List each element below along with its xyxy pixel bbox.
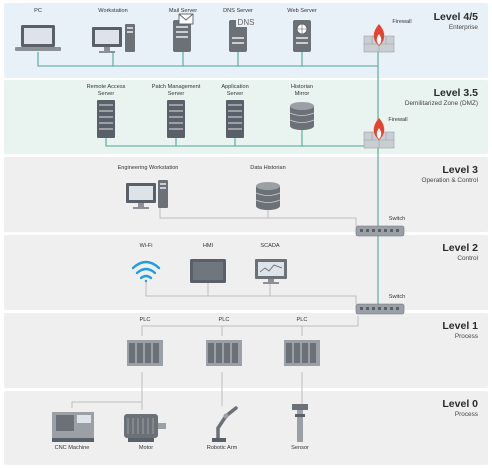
switch-l3-label: Switch bbox=[388, 216, 406, 222]
level-3-title: Level 3 bbox=[442, 164, 478, 176]
plc-icon bbox=[127, 340, 163, 366]
mail-server-label: Mail Server bbox=[168, 8, 198, 14]
dns-server-label: DNS Server bbox=[223, 8, 253, 14]
cnc-machine-label: CNC Machine bbox=[54, 445, 90, 451]
level-0-title: Level 0 bbox=[442, 398, 478, 410]
band-level-3 bbox=[4, 157, 488, 232]
level-3-subtitle: Operation & Control bbox=[421, 177, 478, 184]
band-level-2 bbox=[4, 235, 488, 310]
motor-label: Motor bbox=[138, 445, 154, 451]
plc-1-label: PLC bbox=[139, 317, 151, 323]
workstation-icon bbox=[92, 24, 135, 53]
firewall-dmz-icon bbox=[363, 118, 395, 149]
switch-icon bbox=[355, 225, 405, 237]
switch-icon bbox=[355, 303, 405, 315]
web-server-label: Web Server bbox=[287, 8, 317, 14]
wifi-icon bbox=[131, 260, 161, 283]
hmi-panel-icon bbox=[190, 259, 226, 283]
remote-access-server-icon bbox=[97, 100, 115, 138]
engineering-workstation-icon bbox=[126, 180, 168, 209]
historian-mirror-database-icon bbox=[289, 102, 315, 130]
level-1-subtitle: Process bbox=[454, 333, 478, 340]
dns-server-icon: DNS bbox=[229, 15, 256, 52]
wifi-label: Wi-Fi bbox=[139, 243, 153, 249]
laptop-icon bbox=[15, 25, 61, 51]
cnc-machine-icon bbox=[52, 412, 94, 442]
scada-label: SCADA bbox=[260, 243, 280, 249]
plc-icon bbox=[284, 340, 320, 366]
motor-icon bbox=[124, 414, 166, 442]
level-3-5-subtitle: Demilitarized Zone (DMZ) bbox=[404, 100, 478, 107]
firewall-enterprise-label: Firewall bbox=[392, 19, 412, 25]
band-level-3-5 bbox=[4, 80, 488, 154]
application-server-icon bbox=[226, 100, 244, 138]
level-4-5-subtitle: Enterprise bbox=[448, 24, 478, 31]
sensor-label: Sensor bbox=[291, 445, 309, 451]
plc-3-label: PLC bbox=[296, 317, 308, 323]
mail-server-icon bbox=[173, 13, 194, 52]
level-0-subtitle: Process bbox=[454, 411, 478, 418]
patch-management-server-icon bbox=[167, 100, 185, 138]
connection-lines-grey bbox=[71, 207, 359, 410]
data-historian-label: Data Historian bbox=[250, 165, 286, 171]
robotic-arm-icon bbox=[212, 406, 238, 442]
robotic-arm-label: Robotic Arm bbox=[206, 445, 238, 451]
firewall-dmz-label: Firewall bbox=[388, 117, 408, 123]
level-2-title: Level 2 bbox=[442, 242, 478, 254]
dns-screen-text: DNS bbox=[238, 18, 255, 27]
level-4-5-title: Level 4/5 bbox=[433, 11, 478, 23]
plc-icon bbox=[206, 340, 242, 366]
web-server-icon bbox=[293, 20, 311, 52]
workstation-label: Workstation bbox=[98, 8, 128, 14]
connection-lines bbox=[37, 52, 379, 304]
switch-l2-label: Switch bbox=[388, 294, 406, 300]
engineering-workstation-label: Engineering Workstation bbox=[117, 165, 179, 171]
plc-2-label: PLC bbox=[218, 317, 230, 323]
scada-monitor-icon bbox=[255, 259, 287, 284]
data-historian-database-icon bbox=[255, 182, 281, 210]
level-1-title: Level 1 bbox=[442, 320, 478, 332]
level-3-5-title: Level 3.5 bbox=[433, 87, 478, 99]
sensor-icon bbox=[292, 404, 308, 442]
level-2-subtitle: Control bbox=[457, 255, 478, 262]
firewall-icon bbox=[363, 24, 395, 53]
pc-label: PC bbox=[34, 8, 42, 14]
hmi-label: HMI bbox=[202, 243, 214, 249]
